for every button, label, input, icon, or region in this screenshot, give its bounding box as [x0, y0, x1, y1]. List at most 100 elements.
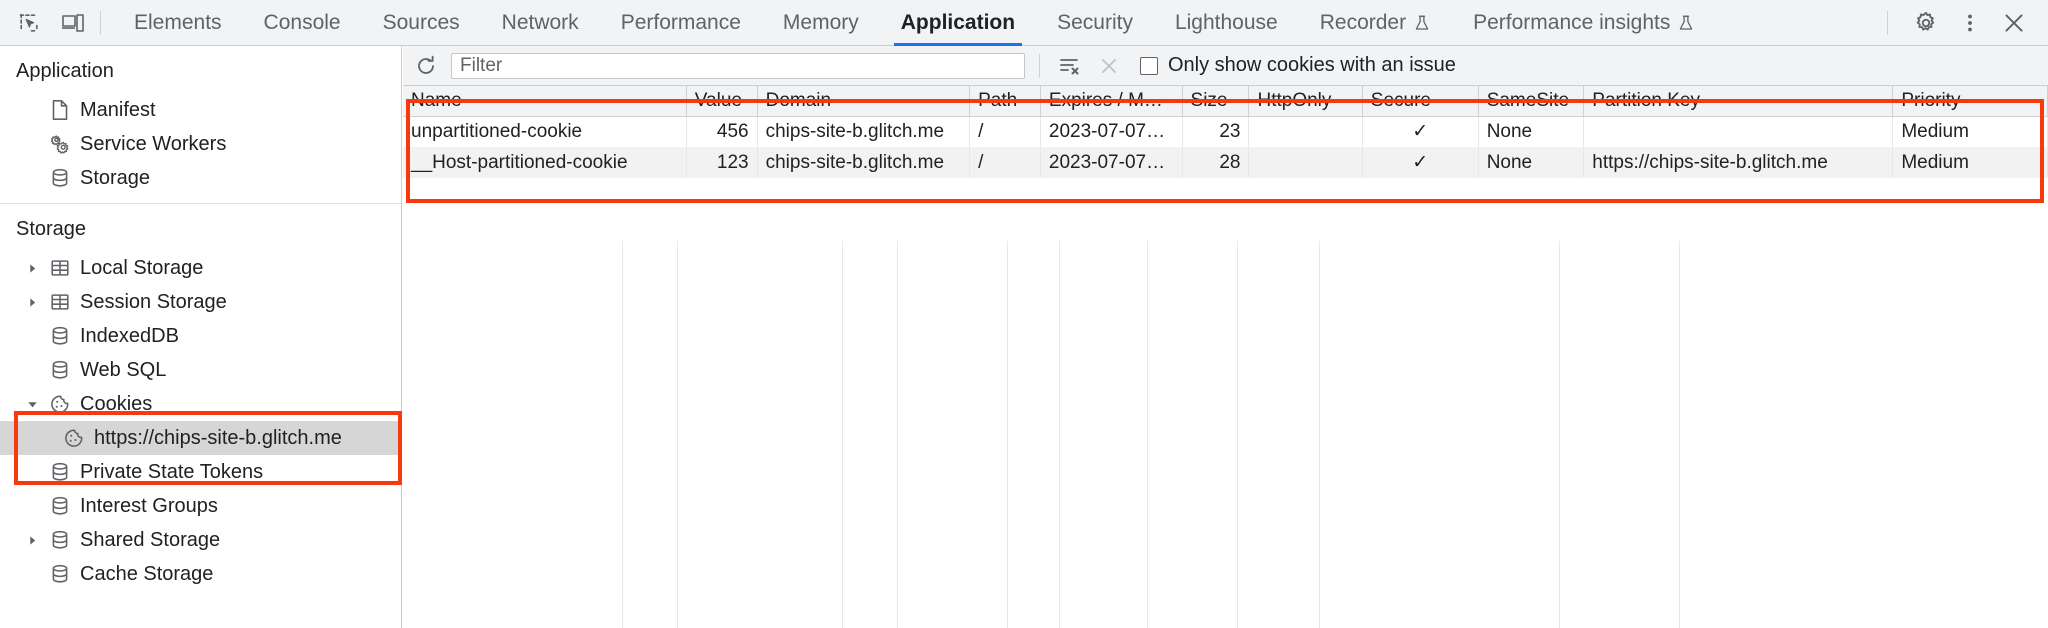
sidebar-item-label: Local Storage [80, 257, 204, 279]
tab-sources[interactable]: Sources [362, 0, 481, 46]
chevron-right-icon[interactable] [24, 532, 40, 548]
cell-httponly [1248, 147, 1363, 178]
column-header-expires-m[interactable]: Expires / M… [1040, 86, 1183, 117]
tab-label: Network [501, 10, 579, 34]
cell-secure: ✓ [1362, 147, 1479, 178]
only-issues-checkbox[interactable] [1140, 56, 1158, 75]
sidebar-item-https-chips-site-b-glitch-me[interactable]: https://chips-site-b.glitch.me [0, 421, 401, 455]
sidebar-item-label: Cookies [80, 393, 153, 415]
sidebar-item-storage[interactable]: Storage [0, 161, 401, 195]
column-header-name[interactable]: Name [403, 86, 687, 117]
tab-performance[interactable]: Performance [600, 0, 762, 46]
tab-label: Recorder [1319, 10, 1407, 34]
column-header-httponly[interactable]: HttpOnly [1248, 86, 1363, 117]
clear-filters-icon[interactable] [1054, 51, 1084, 81]
tabbar-divider [100, 10, 101, 35]
column-header-priority[interactable]: Priority [1892, 86, 2048, 117]
empty-column-rule [1008, 241, 1060, 628]
cell-samesite: None [1478, 147, 1585, 178]
sidebar-item-private-state-tokens[interactable]: Private State Tokens [0, 455, 401, 489]
column-header-domain[interactable]: Domain [757, 86, 971, 117]
tab-console[interactable]: Console [243, 0, 362, 46]
cell-samesite: None [1478, 116, 1585, 147]
cell-value: 123 [686, 147, 758, 178]
column-header-partition-key[interactable]: Partition Key [1583, 86, 1894, 117]
sidebar-item-service-workers[interactable]: Service Workers [0, 127, 401, 161]
cell-priority: Medium [1892, 147, 2048, 178]
empty-column-rule [1238, 241, 1320, 628]
database-icon [48, 460, 72, 484]
sidebar-item-interest-groups[interactable]: Interest Groups [0, 489, 401, 523]
tab-recorder[interactable]: Recorder [1299, 0, 1452, 46]
device-toolbar-icon[interactable] [58, 8, 88, 38]
tab-lighthouse[interactable]: Lighthouse [1154, 0, 1299, 46]
database-icon [48, 528, 72, 552]
sidebar-item-indexeddb[interactable]: IndexedDB [0, 319, 401, 353]
search-input[interactable] [451, 52, 1025, 79]
chevron-right-icon[interactable] [24, 260, 40, 276]
sidebar-item-cookies[interactable]: Cookies [0, 387, 401, 421]
only-issues-label: Only show cookies with an issue [1168, 54, 1456, 76]
cell-path: / [969, 116, 1041, 147]
cell-expires-m: 2023-07-07… [1040, 147, 1183, 178]
sidebar-item-manifest[interactable]: Manifest [0, 93, 401, 127]
column-header-samesite[interactable]: SameSite [1478, 86, 1585, 117]
cell-partition-key: https://chips-site-b.glitch.me [1583, 147, 1894, 178]
empty-rows-grid [403, 241, 2048, 628]
sidebar-item-web-sql[interactable]: Web SQL [0, 353, 401, 387]
sidebar-item-label: Manifest [80, 99, 156, 121]
empty-column-rule [1060, 241, 1148, 628]
more-vertical-icon[interactable] [1952, 5, 1988, 41]
empty-column-rule [1320, 241, 1560, 628]
tab-performance-insights[interactable]: Performance insights [1452, 0, 1716, 46]
cookie-icon [62, 426, 86, 450]
tab-network[interactable]: Network [481, 0, 600, 46]
refresh-icon[interactable] [411, 51, 441, 81]
empty-column-rule [623, 241, 678, 628]
column-header-value[interactable]: Value [686, 86, 758, 117]
sidebar-item-shared-storage[interactable]: Shared Storage [0, 523, 401, 557]
sidebar-item-cache-storage[interactable]: Cache Storage [0, 557, 401, 591]
clear-x-icon[interactable] [1094, 51, 1124, 81]
cell-name: unpartitioned-cookie [403, 116, 687, 147]
table-icon [48, 290, 72, 314]
experiment-flask-icon [1677, 14, 1695, 32]
sidebar-item-label: Interest Groups [80, 495, 218, 517]
sidebar-item-session-storage[interactable]: Session Storage [0, 285, 401, 319]
sidebar-item-label: Cache Storage [80, 563, 214, 585]
cell-httponly [1248, 116, 1363, 147]
chevron-right-icon[interactable] [24, 294, 40, 310]
tab-application[interactable]: Application [880, 0, 1036, 46]
column-header-path[interactable]: Path [969, 86, 1041, 117]
cell-value: 456 [686, 116, 758, 147]
tab-memory[interactable]: Memory [762, 0, 880, 46]
inspect-element-icon[interactable] [14, 8, 44, 38]
sidebar-item-label: Session Storage [80, 291, 227, 313]
sidebar-item-label: Service Workers [80, 133, 227, 155]
only-issues-checkbox-row[interactable]: Only show cookies with an issue [1140, 54, 1456, 77]
sidebar-item-label: Shared Storage [80, 529, 221, 551]
close-icon[interactable] [1996, 5, 2032, 41]
tab-security[interactable]: Security [1036, 0, 1154, 46]
cell-partition-key [1583, 116, 1894, 147]
sidebar-item-local-storage[interactable]: Local Storage [0, 251, 401, 285]
cell-expires-m: 2023-07-07… [1040, 116, 1183, 147]
chevron-down-icon[interactable] [24, 396, 40, 412]
cell-domain: chips-site-b.glitch.me [757, 116, 971, 147]
database-icon [48, 324, 72, 348]
gear-icon[interactable] [1908, 5, 1944, 41]
empty-column-rule [843, 241, 898, 628]
tab-elements[interactable]: Elements [113, 0, 243, 46]
gears-icon [48, 132, 72, 156]
cell-path: / [969, 147, 1041, 178]
tab-label: Performance [620, 10, 741, 34]
column-header-size[interactable]: Size [1182, 86, 1250, 117]
column-header-secure[interactable]: Secure [1362, 86, 1479, 117]
cookie-icon [48, 392, 72, 416]
tab-label: Application [900, 10, 1016, 34]
cookies-panel: Only show cookies with an issue NameValu… [403, 46, 2048, 628]
